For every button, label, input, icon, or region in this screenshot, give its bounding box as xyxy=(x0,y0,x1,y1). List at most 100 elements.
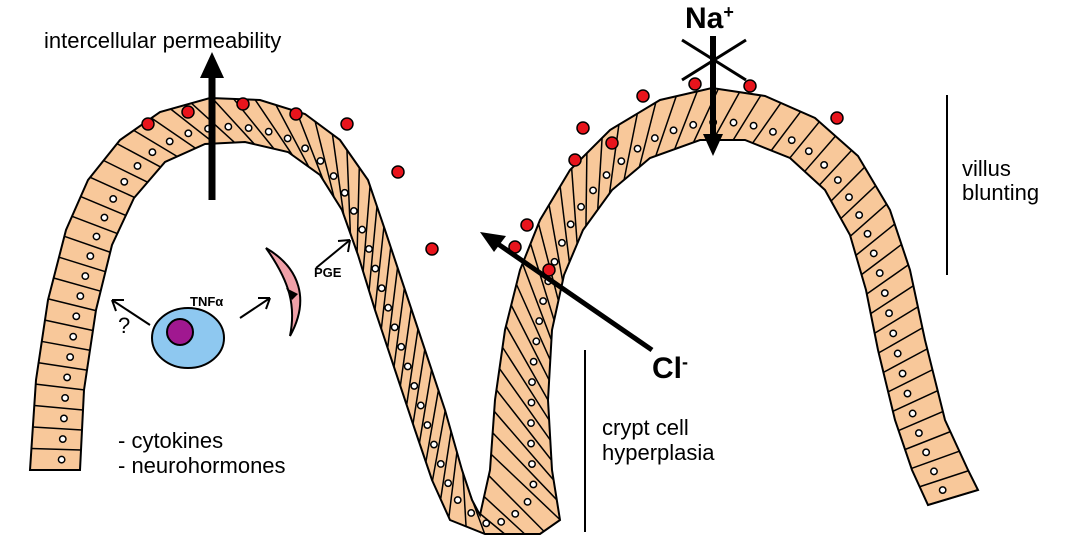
cell-nucleus xyxy=(351,208,357,214)
cell-nucleus xyxy=(70,333,76,339)
cell-nucleus xyxy=(871,250,877,256)
cell-nucleus xyxy=(385,305,391,311)
cell-nucleus xyxy=(149,149,155,155)
cell-nucleus xyxy=(806,148,812,154)
cell-nucleus xyxy=(431,441,437,447)
cell-nucleus xyxy=(284,135,290,141)
sodium-label: Na+ xyxy=(685,2,734,35)
cell-nucleus xyxy=(101,214,107,220)
cell-nucleus xyxy=(67,354,73,360)
cytokines-label: - cytokines xyxy=(118,428,223,453)
cell-nucleus xyxy=(342,190,348,196)
cell-nucleus xyxy=(789,137,795,143)
cell-nucleus xyxy=(82,273,88,279)
cell-nucleus xyxy=(567,221,573,227)
crypt-label-1: crypt cell xyxy=(602,415,689,440)
cell-nucleus xyxy=(750,123,756,129)
cell-nucleus xyxy=(398,344,404,350)
immune-cell xyxy=(152,308,224,368)
cell-nucleus xyxy=(590,187,596,193)
cell-nucleus xyxy=(530,359,536,365)
cell-nucleus xyxy=(634,145,640,151)
cell-nucleus xyxy=(540,298,546,304)
cell-nucleus xyxy=(93,233,99,239)
red-particle xyxy=(606,137,618,149)
cell-nucleus xyxy=(225,124,231,130)
red-particle xyxy=(521,219,533,231)
cell-nucleus xyxy=(528,420,534,426)
cell-nucleus xyxy=(578,204,584,210)
cell-nucleus xyxy=(821,162,827,168)
cell-nucleus xyxy=(603,172,609,178)
red-particle xyxy=(142,118,154,130)
unknown-signal-label: ? xyxy=(118,313,130,338)
cell-nucleus xyxy=(877,270,883,276)
permeability-label: intercellular permeability xyxy=(44,28,281,53)
cell-nucleus xyxy=(528,440,534,446)
cell-nucleus xyxy=(61,415,67,421)
red-particle xyxy=(689,78,701,90)
cell-nucleus xyxy=(939,487,945,493)
cell-nucleus xyxy=(894,350,900,356)
cell-nucleus xyxy=(62,395,68,401)
pge-label: PGE xyxy=(314,265,342,280)
cell-nucleus xyxy=(411,383,417,389)
chloride-label: Cl- xyxy=(652,352,688,385)
cell-nucleus xyxy=(424,422,430,428)
cell-nucleus xyxy=(372,265,378,271)
cell-nucleus xyxy=(864,231,870,237)
cell-nucleus xyxy=(559,240,565,246)
red-particle xyxy=(426,243,438,255)
crypt-label-2: hyperplasia xyxy=(602,440,715,465)
neurohormones-label: - neurohormones xyxy=(118,453,286,478)
cell-nucleus xyxy=(302,145,308,151)
cell-nucleus xyxy=(529,379,535,385)
cell-nucleus xyxy=(317,158,323,164)
red-particle xyxy=(341,118,353,130)
fibroblast-cell xyxy=(266,248,300,336)
cell-nucleus xyxy=(846,194,852,200)
red-particle xyxy=(569,154,581,166)
cell-nucleus xyxy=(530,481,536,487)
cell-nucleus xyxy=(770,129,776,135)
cell-nucleus xyxy=(134,163,140,169)
cell-nucleus xyxy=(359,226,365,232)
cell-nucleus xyxy=(529,461,535,467)
cell-nucleus xyxy=(899,370,905,376)
cell-nucleus xyxy=(730,119,736,125)
cell-nucleus xyxy=(856,212,862,218)
cell-nucleus xyxy=(265,128,271,134)
red-particle xyxy=(290,108,302,120)
cell-nucleus xyxy=(64,374,70,380)
red-particle xyxy=(237,98,249,110)
cell-nucleus xyxy=(512,511,518,517)
cell-nucleus xyxy=(835,177,841,183)
cell-nucleus xyxy=(524,499,530,505)
cell-nucleus xyxy=(468,510,474,516)
cell-nucleus xyxy=(110,196,116,202)
cell-nucleus xyxy=(378,285,384,291)
cell-nucleus xyxy=(690,122,696,128)
cell-nucleus xyxy=(366,246,372,252)
cell-nucleus xyxy=(551,259,557,265)
cell-nucleus xyxy=(923,449,929,455)
cell-nucleus xyxy=(405,363,411,369)
red-particle xyxy=(392,166,404,178)
cell-border xyxy=(586,153,587,226)
cell-nucleus xyxy=(536,318,542,324)
cell-nucleus xyxy=(498,519,504,525)
cell-nucleus xyxy=(916,430,922,436)
red-particle xyxy=(831,112,843,124)
red-particle xyxy=(577,122,589,134)
cell-nucleus xyxy=(166,138,172,144)
cell-nucleus xyxy=(121,179,127,185)
cell-nucleus xyxy=(73,313,79,319)
red-particle xyxy=(637,90,649,102)
cell-nucleus xyxy=(618,158,624,164)
red-particle xyxy=(182,106,194,118)
cell-nucleus xyxy=(455,497,461,503)
cell-nucleus xyxy=(77,293,83,299)
cell-nucleus xyxy=(87,253,93,259)
cell-nucleus xyxy=(886,310,892,316)
